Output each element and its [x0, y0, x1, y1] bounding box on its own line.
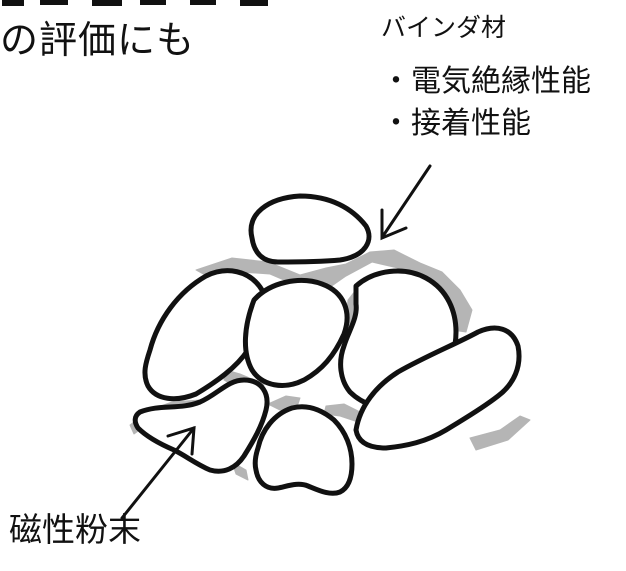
- particle-bottom: [252, 404, 355, 496]
- particle-top: [248, 193, 372, 265]
- heading-cutoff-fragment: [2, 0, 268, 6]
- binder-title: バインダ材: [381, 13, 507, 42]
- heading-text: の評価にも: [0, 18, 196, 62]
- binder-property-adhesion: ・接着性能: [381, 106, 531, 141]
- binder-arrow: [380, 164, 432, 241]
- binder-property-insulation: ・電気絶縁性能: [381, 64, 591, 99]
- powder-arrow: [120, 425, 196, 520]
- particle-right: [353, 325, 522, 451]
- magnetic-particles: [132, 193, 522, 496]
- particle-center: [242, 278, 350, 388]
- particle-bottom-left: [132, 377, 270, 474]
- powder-label: 磁性粉末: [9, 510, 141, 549]
